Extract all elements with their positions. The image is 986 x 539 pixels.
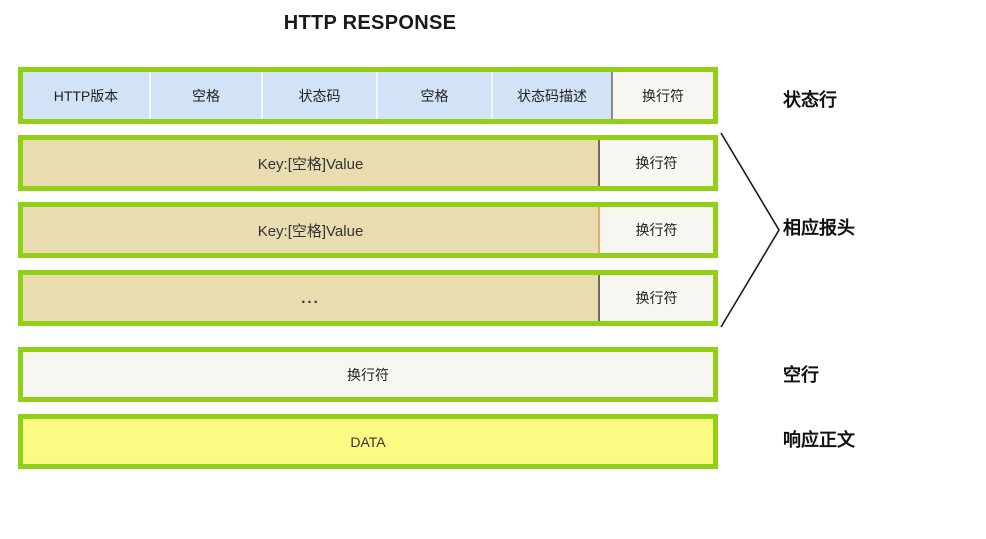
blank-line-row: 换行符 — [18, 347, 718, 402]
response-body-data: DATA — [23, 419, 713, 464]
header-key-value-2: Key:[空格]Value — [23, 207, 600, 253]
status-cell-http-version: HTTP版本 — [23, 72, 151, 119]
header-newline-3: 换行符 — [600, 275, 713, 321]
header-newline-1: 换行符 — [600, 140, 713, 186]
label-response-body: 响应正文 — [783, 430, 855, 450]
status-cell-status-code: 状态码 — [263, 72, 378, 119]
response-header-row-1: Key:[空格]Value 换行符 — [18, 135, 718, 191]
status-cell-newline: 换行符 — [613, 72, 713, 119]
header-newline-2: 换行符 — [600, 207, 713, 253]
response-header-row-3: ... 换行符 — [18, 270, 718, 326]
status-cell-space-2: 空格 — [378, 72, 493, 119]
page-title: HTTP RESPONSE — [283, 12, 457, 34]
response-header-row-2: Key:[空格]Value 换行符 — [18, 202, 718, 258]
label-response-headers: 相应报头 — [783, 218, 855, 238]
label-blank-line: 空行 — [783, 365, 819, 385]
header-key-value-1: Key:[空格]Value — [23, 140, 600, 186]
header-bracket-icon — [720, 132, 780, 328]
header-ellipsis: ... — [23, 275, 600, 321]
blank-line-newline: 换行符 — [23, 352, 713, 397]
status-cell-space-1: 空格 — [151, 72, 263, 119]
status-line-row: HTTP版本 空格 状态码 空格 状态码描述 换行符 — [18, 67, 718, 124]
label-status-line: 状态行 — [783, 90, 837, 110]
response-body-row: DATA — [18, 414, 718, 469]
status-cell-status-description: 状态码描述 — [493, 72, 613, 119]
